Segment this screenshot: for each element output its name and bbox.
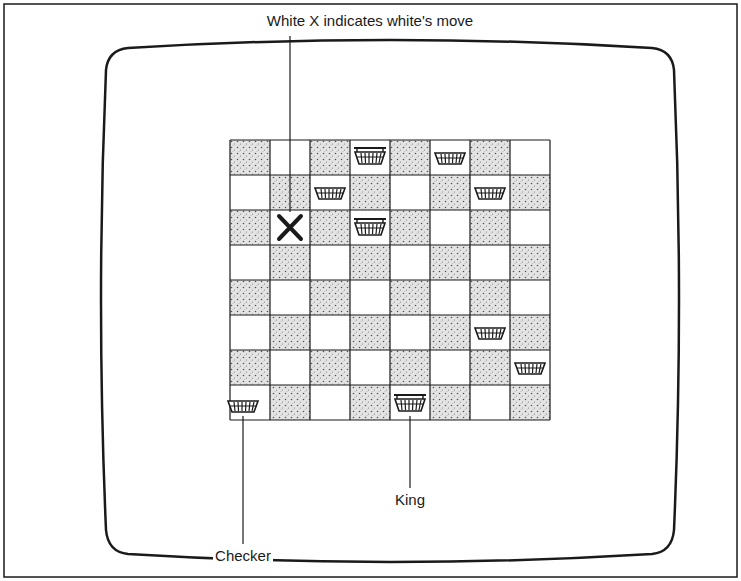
leader-line [409,416,410,488]
callout-label: King [393,491,427,508]
tv-screen [101,40,679,562]
board-ground [230,140,550,420]
checker-piece [435,153,465,164]
callout-label: White X indicates white's move [265,12,475,29]
board-squares [230,140,550,420]
king-piece [354,148,386,164]
checker-piece [315,188,345,199]
outer-frame [4,4,737,577]
checker-piece [228,401,258,412]
leader-line [242,416,243,544]
leader-line [289,36,290,212]
checker-piece [475,188,505,199]
callout-label: Checker [213,547,273,564]
board-grid [230,140,550,420]
checker-piece [515,363,545,374]
move-cursor-x [279,216,301,239]
king-piece [394,395,426,411]
checker-piece [475,328,505,339]
king-piece [354,219,386,235]
